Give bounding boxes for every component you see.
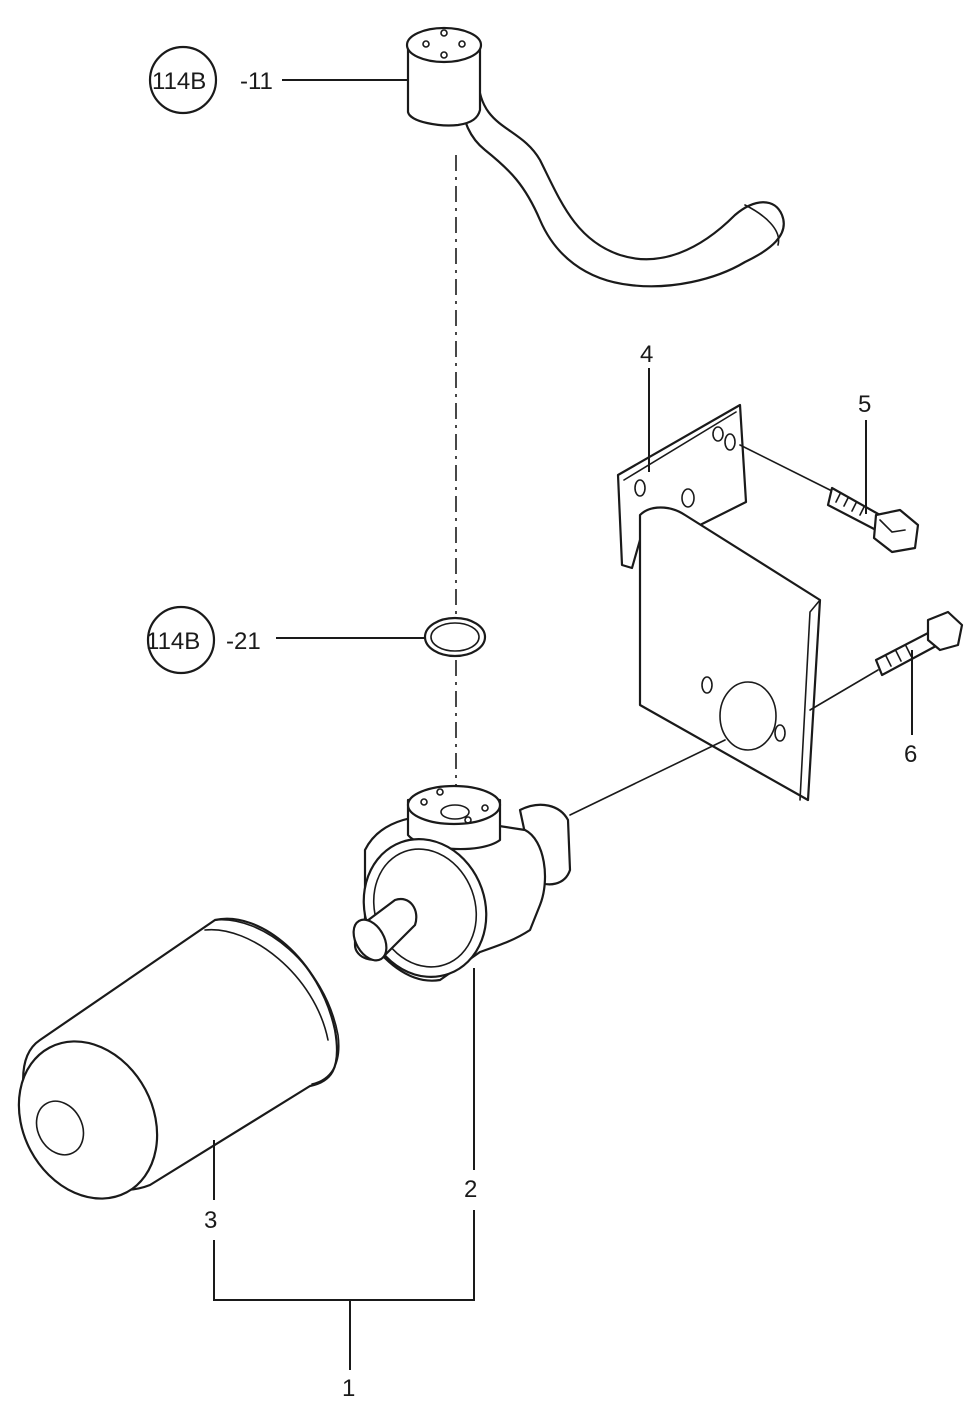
ref-suffix: -11 — [240, 68, 273, 95]
callout-5[interactable]: 5 — [858, 391, 871, 514]
callout-number: 5 — [858, 391, 871, 418]
bolt-6 — [809, 610, 964, 711]
ref-suffix: -21 — [226, 628, 261, 655]
callout-number: 4 — [640, 341, 653, 368]
bracket — [616, 403, 822, 802]
filter-head — [352, 784, 572, 982]
ref-code: 114B — [146, 628, 200, 655]
filter-end — [17, 1040, 159, 1200]
ref-circle — [146, 605, 216, 675]
callout-number: 1 — [342, 1375, 355, 1402]
callout-number: 6 — [904, 741, 917, 768]
callout-number: 2 — [464, 1176, 477, 1203]
o-ring — [423, 616, 487, 658]
callout-4[interactable]: 4 — [640, 341, 653, 472]
ref-callout-114B-11[interactable]: 114B -11 — [148, 45, 408, 115]
ref-circle — [148, 45, 218, 115]
callout-number: 3 — [204, 1207, 217, 1234]
callout-2[interactable]: 2 — [464, 968, 477, 1203]
bracket-lower-plate — [638, 506, 822, 802]
callout-1[interactable]: 1 — [213, 1210, 475, 1402]
ref-callout-114B-21[interactable]: 114B -21 — [146, 605, 425, 675]
hose-fitting-top — [405, 26, 483, 64]
hose-fitting-body — [406, 43, 482, 127]
filter-cartridge — [17, 917, 340, 1200]
callout-3[interactable]: 3 — [204, 1140, 217, 1234]
ref-code: 114B — [152, 68, 206, 95]
hose-assembly — [405, 26, 785, 288]
bolt-5 — [739, 444, 920, 554]
hose — [460, 76, 785, 288]
alignment-line — [569, 739, 726, 816]
callout-6[interactable]: 6 — [904, 650, 917, 768]
